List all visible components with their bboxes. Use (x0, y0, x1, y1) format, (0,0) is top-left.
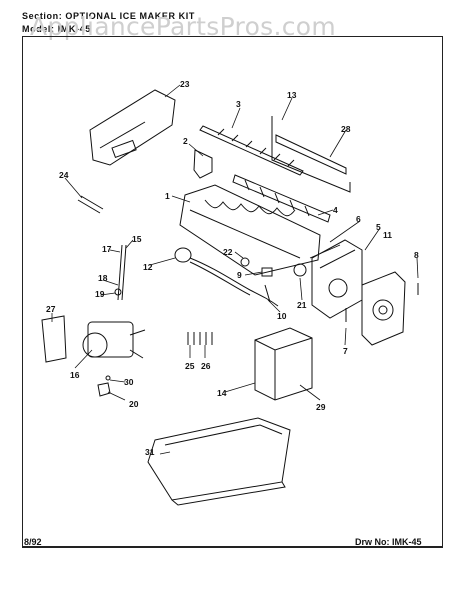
callout-15: 15 (132, 234, 142, 244)
callout-18: 18 (98, 273, 108, 283)
footer-date: 8/92 (24, 537, 42, 547)
footer-drawing-number: Drw No: IMK-45 (355, 537, 422, 547)
callout-23: 23 (180, 79, 190, 89)
stripper-part (232, 174, 331, 223)
callout-1: 1 (165, 191, 170, 201)
callout-7: 7 (343, 346, 348, 356)
callout-20: 20 (129, 399, 139, 409)
callout-30: 30 (124, 377, 134, 387)
callout-3: 3 (236, 99, 241, 109)
screw-set-part (187, 332, 213, 345)
footer-divider (22, 546, 443, 547)
washer-part (105, 375, 111, 381)
callout-12: 12 (143, 262, 153, 272)
callout-14: 14 (217, 388, 227, 398)
callout-28: 28 (341, 124, 351, 134)
wire-harness-part (174, 247, 279, 307)
callout-4: 4 (333, 205, 338, 215)
small-part-22 (240, 257, 250, 267)
callout-16: 16 (70, 370, 80, 380)
callout-9: 9 (237, 270, 242, 280)
callout-6: 6 (356, 214, 361, 224)
callout-24: 24 (59, 170, 69, 180)
callout-2: 2 (183, 136, 188, 146)
small-part-10 (264, 284, 271, 303)
fill-tube-part (114, 244, 127, 301)
mold-part (179, 184, 321, 276)
callout-22: 22 (223, 247, 233, 257)
ejector-part (199, 125, 304, 176)
shutoff-arm-part (271, 116, 351, 193)
fitting-nut-part (97, 382, 111, 397)
callout-19: 19 (95, 289, 105, 299)
callout-17: 17 (102, 244, 112, 254)
callout-25: 25 (185, 361, 195, 371)
ice-bin-part (147, 417, 291, 506)
callout-26: 26 (201, 361, 211, 371)
strip-part (275, 134, 347, 175)
water-valve-part (82, 321, 146, 359)
callout-10: 10 (277, 311, 287, 321)
callout-27: 27 (46, 304, 56, 314)
section-title: Section: OPTIONAL ICE MAKER KIT (22, 11, 195, 21)
gear-part (293, 263, 307, 277)
cover-shield-part (89, 89, 176, 166)
heater-rod-part (77, 195, 104, 214)
callout-21: 21 (297, 300, 307, 310)
callout-5: 5 (376, 222, 381, 232)
valve-bracket-part (41, 315, 67, 363)
model-label: Model: IMK-45 (22, 24, 91, 34)
diagram-frame (22, 36, 443, 548)
bracket-part (193, 149, 213, 179)
callout-31: 31 (145, 447, 155, 457)
callout-8: 8 (414, 250, 419, 260)
cover-box-part (254, 327, 313, 401)
callout-11: 11 (383, 230, 392, 240)
callout-13: 13 (287, 90, 297, 100)
housing-part (311, 239, 363, 319)
callout-29: 29 (316, 402, 326, 412)
motor-plate-part (361, 271, 406, 346)
